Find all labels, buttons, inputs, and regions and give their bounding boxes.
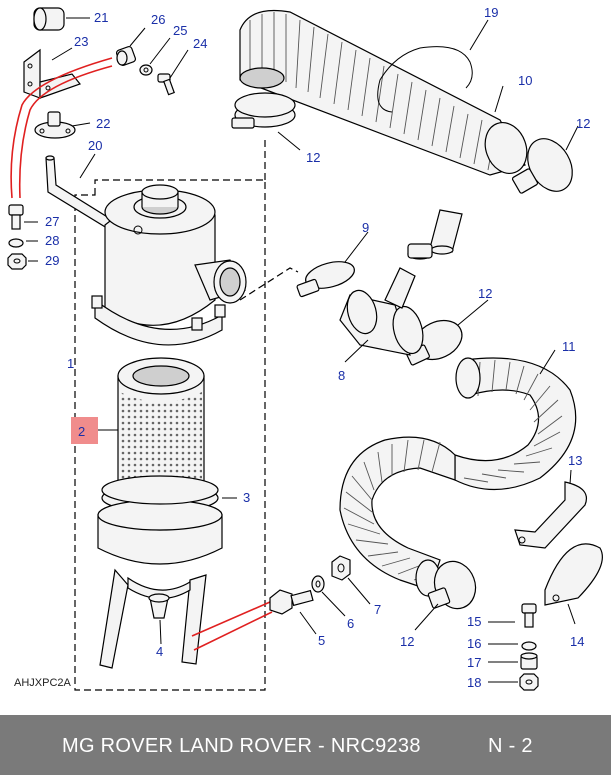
exploded-parts-diagram: 21 26 25 24 23 22 20 27 28 29 1 2 3 4 5 … <box>7 5 603 691</box>
callout-13: 13 <box>568 453 582 468</box>
footer-title: MG ROVER LAND ROVER - NRC9238 <box>62 735 421 757</box>
callout-12-mid: 12 <box>478 286 492 301</box>
part-bolt <box>8 204 24 230</box>
callout-15: 15 <box>467 614 481 629</box>
callout-5: 5 <box>318 633 325 648</box>
callout-26: 26 <box>151 12 165 27</box>
part-hose-clamp-upper-left <box>231 92 296 129</box>
part-mounting-bracket <box>514 481 587 549</box>
callout-19: 19 <box>484 5 498 20</box>
part-seal-ring <box>101 475 219 505</box>
part-nut-7 <box>331 555 351 581</box>
part-washer-16 <box>521 641 537 651</box>
callout-10: 10 <box>518 73 532 88</box>
part-washer-6 <box>311 575 325 593</box>
part-bolt-small <box>157 73 175 96</box>
callout-16: 16 <box>467 636 481 651</box>
part-hose-clamp-9 <box>296 261 355 298</box>
callout-29: 29 <box>45 253 59 268</box>
part-hose-strap <box>544 543 603 606</box>
fixing-wire-lower <box>18 65 113 199</box>
part-bracket <box>23 48 81 99</box>
part-air-cleaner-housing <box>91 184 247 346</box>
callout-27: 27 <box>45 214 59 229</box>
callout-1: 1 <box>67 356 74 371</box>
callout-28: 28 <box>45 233 59 248</box>
part-hose-clamp-upper-right <box>511 138 573 194</box>
callout-14: 14 <box>570 634 584 649</box>
part-hose-upper <box>239 9 528 176</box>
callout-12-top-right: 12 <box>576 116 590 131</box>
callout-12-top-left: 12 <box>306 150 320 165</box>
callout-25: 25 <box>173 23 187 38</box>
assembly-boundary <box>74 179 266 691</box>
footer-page-number: N - 2 <box>488 735 533 757</box>
callout-12-bottom: 12 <box>400 634 414 649</box>
footer-bar: MG ROVER LAND ROVER - NRC9238 N - 2 <box>0 715 611 775</box>
part-nut <box>7 253 27 270</box>
callout-23: 23 <box>74 34 88 49</box>
callout-21: 21 <box>94 10 108 25</box>
part-hose-clip <box>377 46 473 113</box>
part-spacer-17 <box>520 652 538 670</box>
part-dust-bowl <box>97 483 223 669</box>
part-washer-28 <box>8 238 24 248</box>
assembly-link-dash <box>239 267 299 301</box>
fixing-wire-bottom-1 <box>191 601 271 637</box>
part-hose-clamp-lower <box>427 560 477 610</box>
part-stud-plate <box>34 111 76 139</box>
part-bush <box>115 45 137 67</box>
part-hose-lower <box>339 357 577 597</box>
callout-24: 24 <box>193 36 207 51</box>
callout-3: 3 <box>243 490 250 505</box>
part-bolt-15 <box>521 603 537 628</box>
fixing-wire-bottom-2 <box>193 611 273 651</box>
callout-7: 7 <box>374 602 381 617</box>
callout-9: 9 <box>362 220 369 235</box>
part-filter-element <box>117 357 205 502</box>
callout-6: 6 <box>347 616 354 631</box>
callout-22: 22 <box>96 116 110 131</box>
callout-highlight <box>71 417 98 444</box>
callout-20: 20 <box>88 138 102 153</box>
part-hose-connector <box>339 267 424 356</box>
drawing-code: AHJXPC2A <box>14 677 72 689</box>
callout-4: 4 <box>156 644 163 659</box>
callout-2: 2 <box>78 424 85 439</box>
callout-labels: 21 26 25 24 23 22 20 27 28 29 1 2 3 4 5 … <box>45 5 590 690</box>
callout-8: 8 <box>338 368 345 383</box>
callout-17: 17 <box>467 655 481 670</box>
part-vacuum-tube <box>407 209 463 260</box>
part-washer <box>139 64 153 76</box>
part-nut-18 <box>519 673 539 691</box>
callout-11: 11 <box>562 339 576 354</box>
part-bolt-5 <box>269 589 314 615</box>
part-cap <box>33 7 65 31</box>
fixing-wire-upper <box>10 57 113 199</box>
leader-lines <box>24 17 579 683</box>
callout-18: 18 <box>467 675 481 690</box>
